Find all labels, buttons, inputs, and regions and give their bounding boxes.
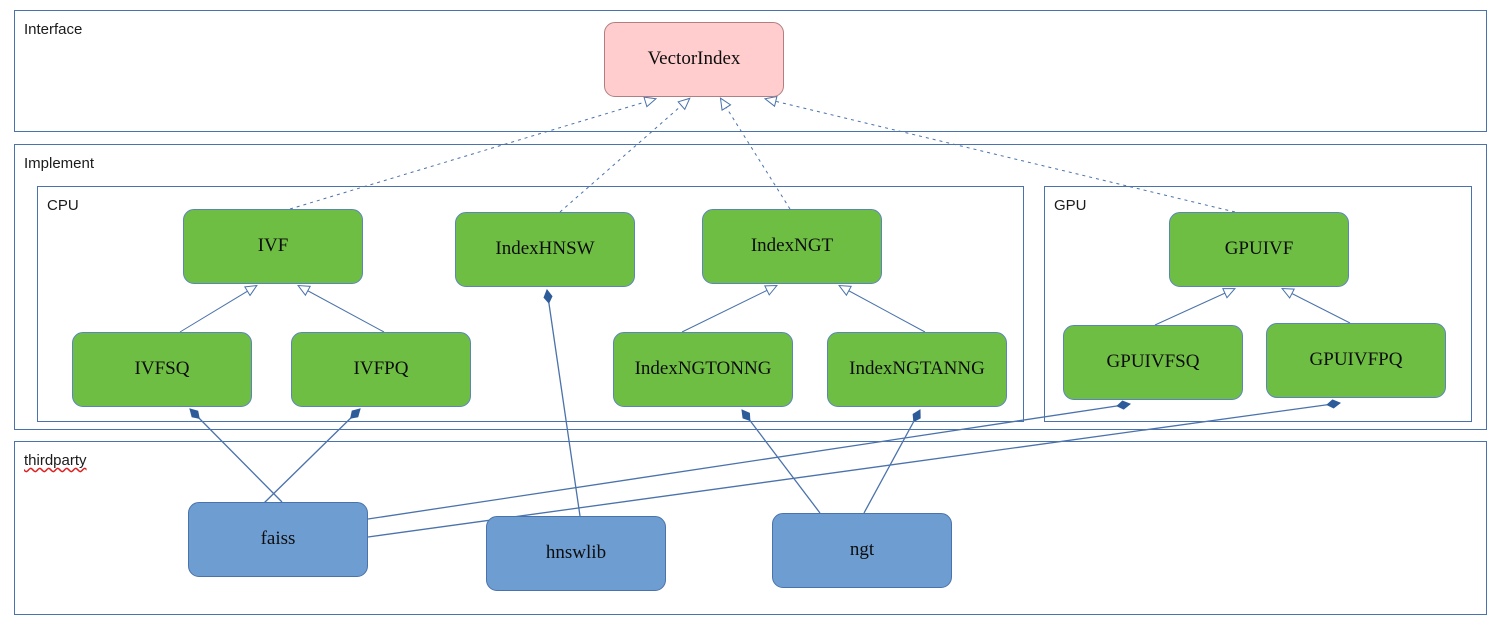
container-implement	[14, 144, 1487, 430]
container-label-gpu: GPU	[1054, 197, 1087, 214]
node-faiss[interactable]: faiss	[188, 502, 368, 577]
node-gpuivfsq[interactable]: GPUIVFSQ	[1063, 325, 1243, 400]
node-indexngtonng[interactable]: IndexNGTONNG	[613, 332, 793, 407]
node-gpuivfpq[interactable]: GPUIVFPQ	[1266, 323, 1446, 398]
node-ivf[interactable]: IVF	[183, 209, 363, 284]
container-cpu	[37, 186, 1024, 422]
container-thirdparty	[14, 441, 1487, 615]
node-ivfpq[interactable]: IVFPQ	[291, 332, 471, 407]
container-label-cpu: CPU	[47, 197, 79, 214]
node-indexhnsw[interactable]: IndexHNSW	[455, 212, 635, 287]
container-label-interface: Interface	[24, 21, 83, 38]
node-indexngtanng[interactable]: IndexNGTANNG	[827, 332, 1007, 407]
node-ivfsq[interactable]: IVFSQ	[72, 332, 252, 407]
node-hnswlib[interactable]: hnswlib	[486, 516, 666, 591]
node-ngt[interactable]: ngt	[772, 513, 952, 588]
container-interface	[14, 10, 1487, 132]
node-indexngt[interactable]: IndexNGT	[702, 209, 882, 284]
container-label-thirdparty: thirdparty	[24, 452, 87, 469]
node-vectorindex[interactable]: VectorIndex	[604, 22, 784, 97]
container-label-implement: Implement	[24, 155, 95, 172]
container-gpu	[1044, 186, 1472, 422]
node-gpuivf[interactable]: GPUIVF	[1169, 212, 1349, 287]
